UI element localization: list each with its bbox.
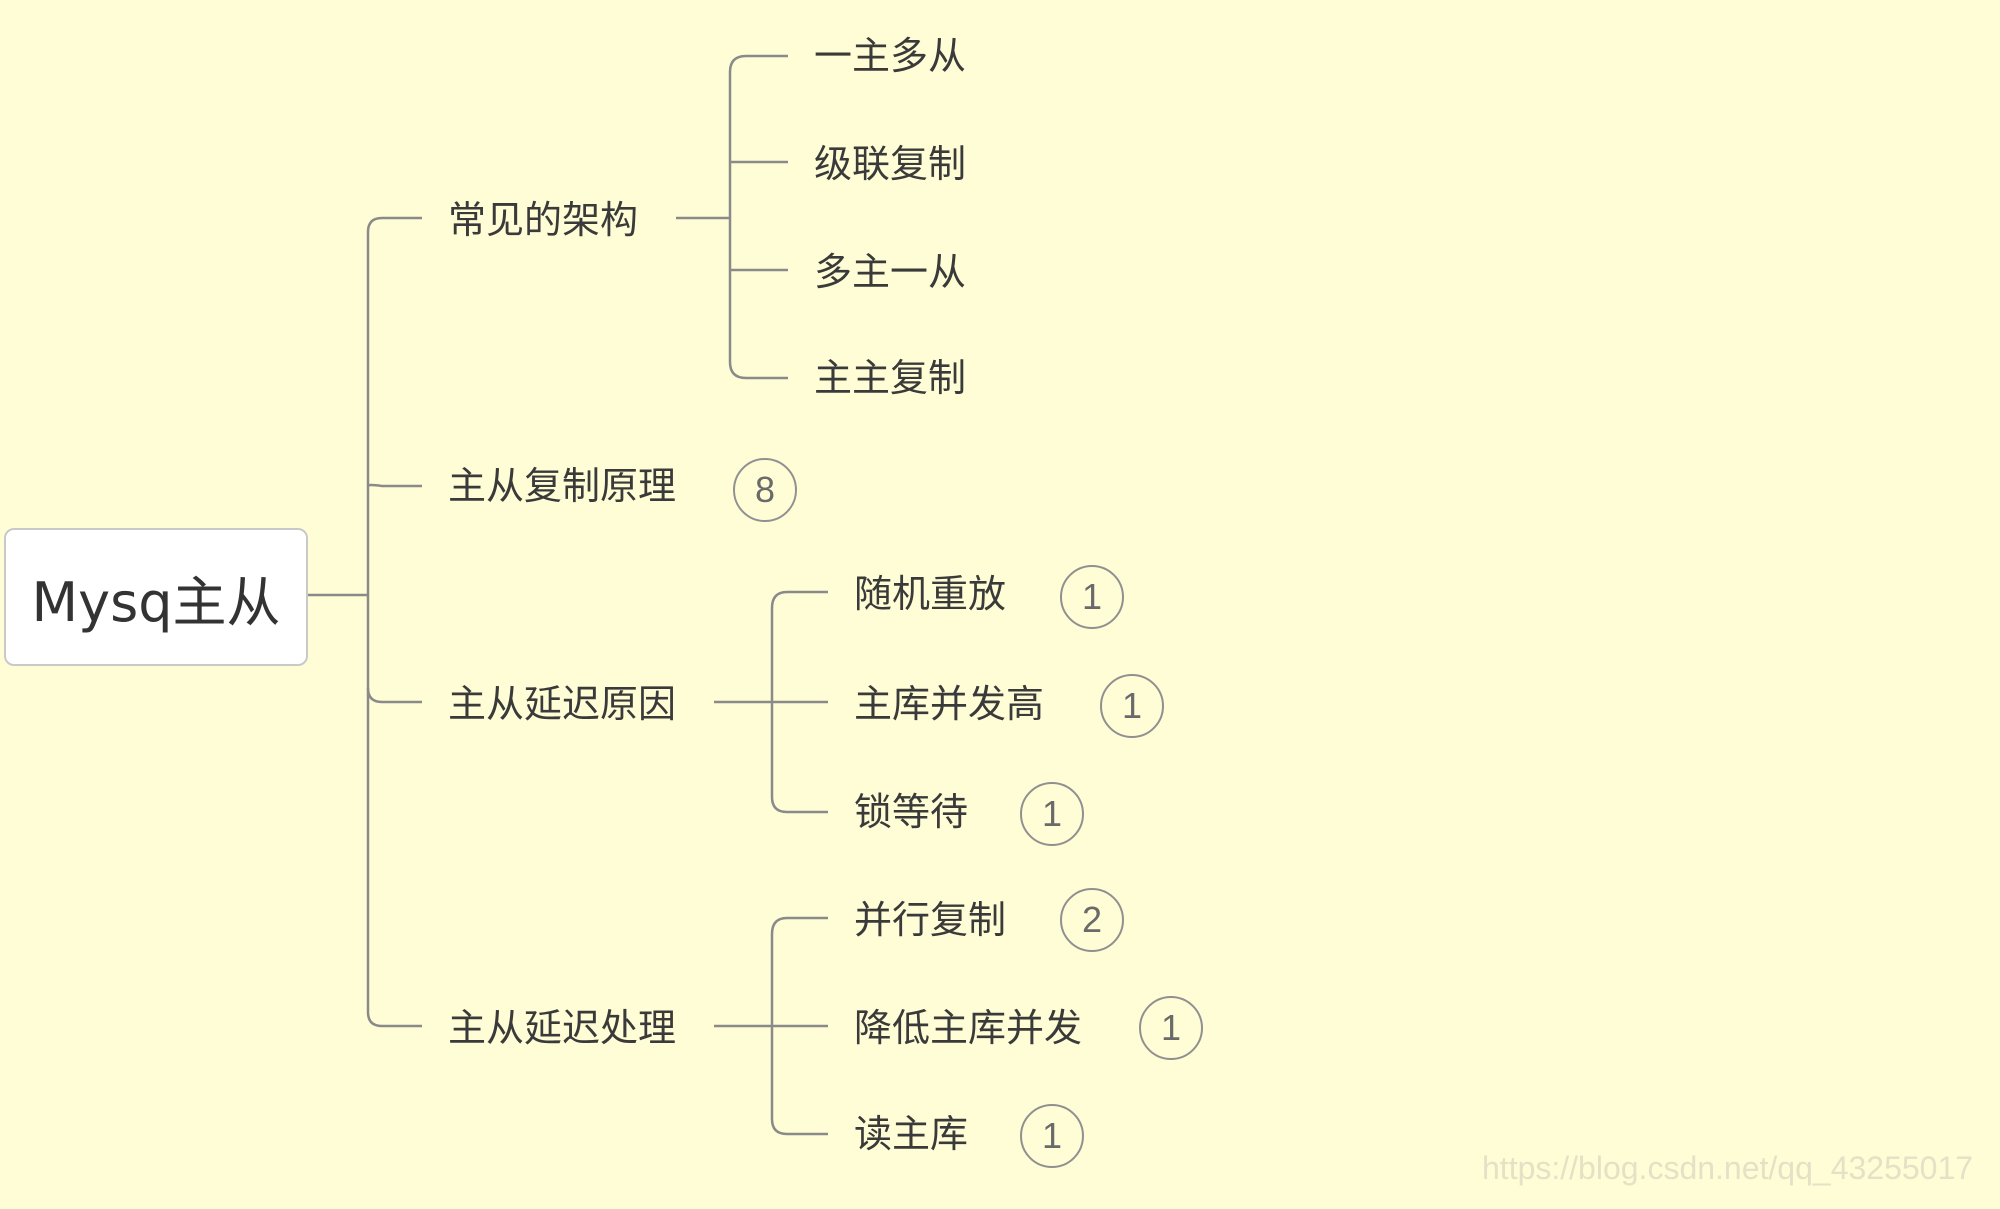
architecture-child-master-master-replication[interactable]: 主主复制 — [814, 356, 967, 400]
delay-cause-high-master-concurrency[interactable]: 主库并发高 — [854, 682, 1045, 726]
connector-trunk — [366, 216, 422, 1028]
principle-count-badge[interactable]: 8 — [733, 458, 797, 522]
delay-handling-reduce-master-concurrency[interactable]: 降低主库并发 — [854, 1006, 1083, 1050]
delay-handling-read-master[interactable]: 读主库 — [854, 1112, 969, 1156]
connector-principle — [366, 483, 422, 488]
connector-delay-handling-bracket — [770, 916, 828, 1136]
root-node-label: Mysq主从 — [31, 570, 281, 634]
connector-architecture-bracket — [728, 54, 788, 380]
architecture-child-one-master-multi-slave[interactable]: 一主多从 — [814, 34, 967, 78]
connector-delay-causes — [366, 687, 422, 704]
watermark-text: https://blog.csdn.net/qq_43255017 — [1482, 1150, 1974, 1186]
delay-cause-random-replay[interactable]: 随机重放 — [854, 572, 1007, 616]
delay-handling-parallel-replication[interactable]: 并行复制 — [854, 898, 1007, 942]
branch-architecture[interactable]: 常见的架构 — [448, 198, 639, 242]
delay-handling-parallel-replication-badge[interactable]: 2 — [1060, 888, 1124, 952]
connector-delay-causes-bracket — [770, 590, 828, 814]
branch-delay-handling[interactable]: 主从延迟处理 — [448, 1006, 677, 1050]
delay-cause-high-master-concurrency-badge[interactable]: 1 — [1100, 674, 1164, 738]
delay-cause-lock-wait[interactable]: 锁等待 — [854, 790, 969, 834]
delay-handling-reduce-master-concurrency-badge[interactable]: 1 — [1139, 996, 1203, 1060]
architecture-child-cascade-replication[interactable]: 级联复制 — [814, 142, 967, 186]
delay-cause-random-replay-badge[interactable]: 1 — [1060, 565, 1124, 629]
branch-delay-causes[interactable]: 主从延迟原因 — [448, 682, 677, 726]
branch-replication-principle[interactable]: 主从复制原理 — [448, 464, 677, 508]
delay-handling-read-master-badge[interactable]: 1 — [1020, 1104, 1084, 1168]
architecture-child-multi-master-one-slave[interactable]: 多主一从 — [814, 250, 967, 294]
delay-cause-lock-wait-badge[interactable]: 1 — [1020, 782, 1084, 846]
root-node[interactable]: Mysq主从 — [4, 528, 308, 666]
